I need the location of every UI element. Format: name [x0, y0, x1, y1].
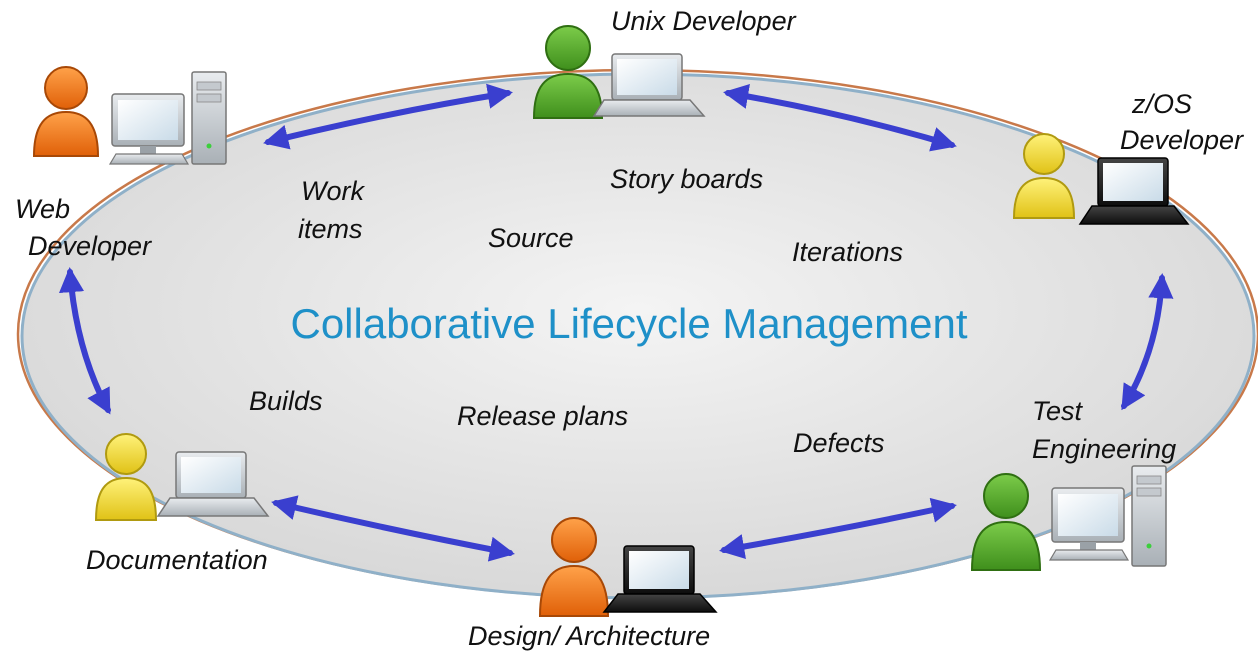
unix-developer-figure [532, 25, 706, 119]
label-zos-line1: z/OS [1131, 89, 1192, 119]
label-documentation: Documentation [86, 545, 268, 575]
label-web-line2: Developer [28, 231, 152, 261]
arrow-web-unix [263, 83, 513, 150]
design-architecture-figure [538, 517, 718, 617]
label-zos-line2: Developer [1120, 125, 1244, 155]
arrow-unix-zos [723, 83, 957, 152]
label-work-items-line2: items [298, 214, 363, 244]
label-iterations: Iterations [792, 237, 904, 267]
laptop-icon [602, 545, 718, 613]
arrow-web-doc [58, 266, 111, 415]
person-icon [538, 517, 610, 617]
laptop-icon [592, 53, 706, 117]
label-source: Source [488, 223, 574, 253]
arrow-design-test [719, 497, 957, 559]
desktop-icon [1048, 465, 1167, 567]
label-release-plans: Release plans [457, 401, 629, 431]
label-builds: Builds [249, 386, 323, 416]
person-icon [94, 433, 158, 521]
person-icon [1012, 133, 1076, 219]
label-test-line1: Test [1032, 396, 1083, 426]
arrow-zos-test [1121, 272, 1174, 411]
laptop-icon [1078, 157, 1190, 225]
person-icon [532, 25, 604, 119]
label-design-architecture: Design/ Architecture [468, 621, 711, 651]
person-icon [970, 473, 1042, 571]
person-icon [32, 66, 100, 157]
zos-developer-figure [1012, 133, 1190, 225]
label-web-line1: Web [15, 194, 71, 224]
label-story-boards: Story boards [610, 164, 764, 194]
desktop-icon [108, 71, 227, 165]
diagram-title: Collaborative Lifecycle Management [290, 300, 968, 347]
arrow-doc-design [271, 495, 515, 562]
arrows [58, 83, 1174, 562]
label-unix-developer: Unix Developer [611, 6, 796, 36]
label-defects: Defects [793, 428, 885, 458]
web-developer-figure [32, 66, 227, 165]
documentation-figure [94, 433, 270, 521]
laptop-icon [156, 451, 270, 517]
label-work-items-line1: Work [301, 176, 364, 206]
label-test-line2: Engineering [1032, 434, 1177, 464]
test-engineering-figure [970, 465, 1167, 571]
